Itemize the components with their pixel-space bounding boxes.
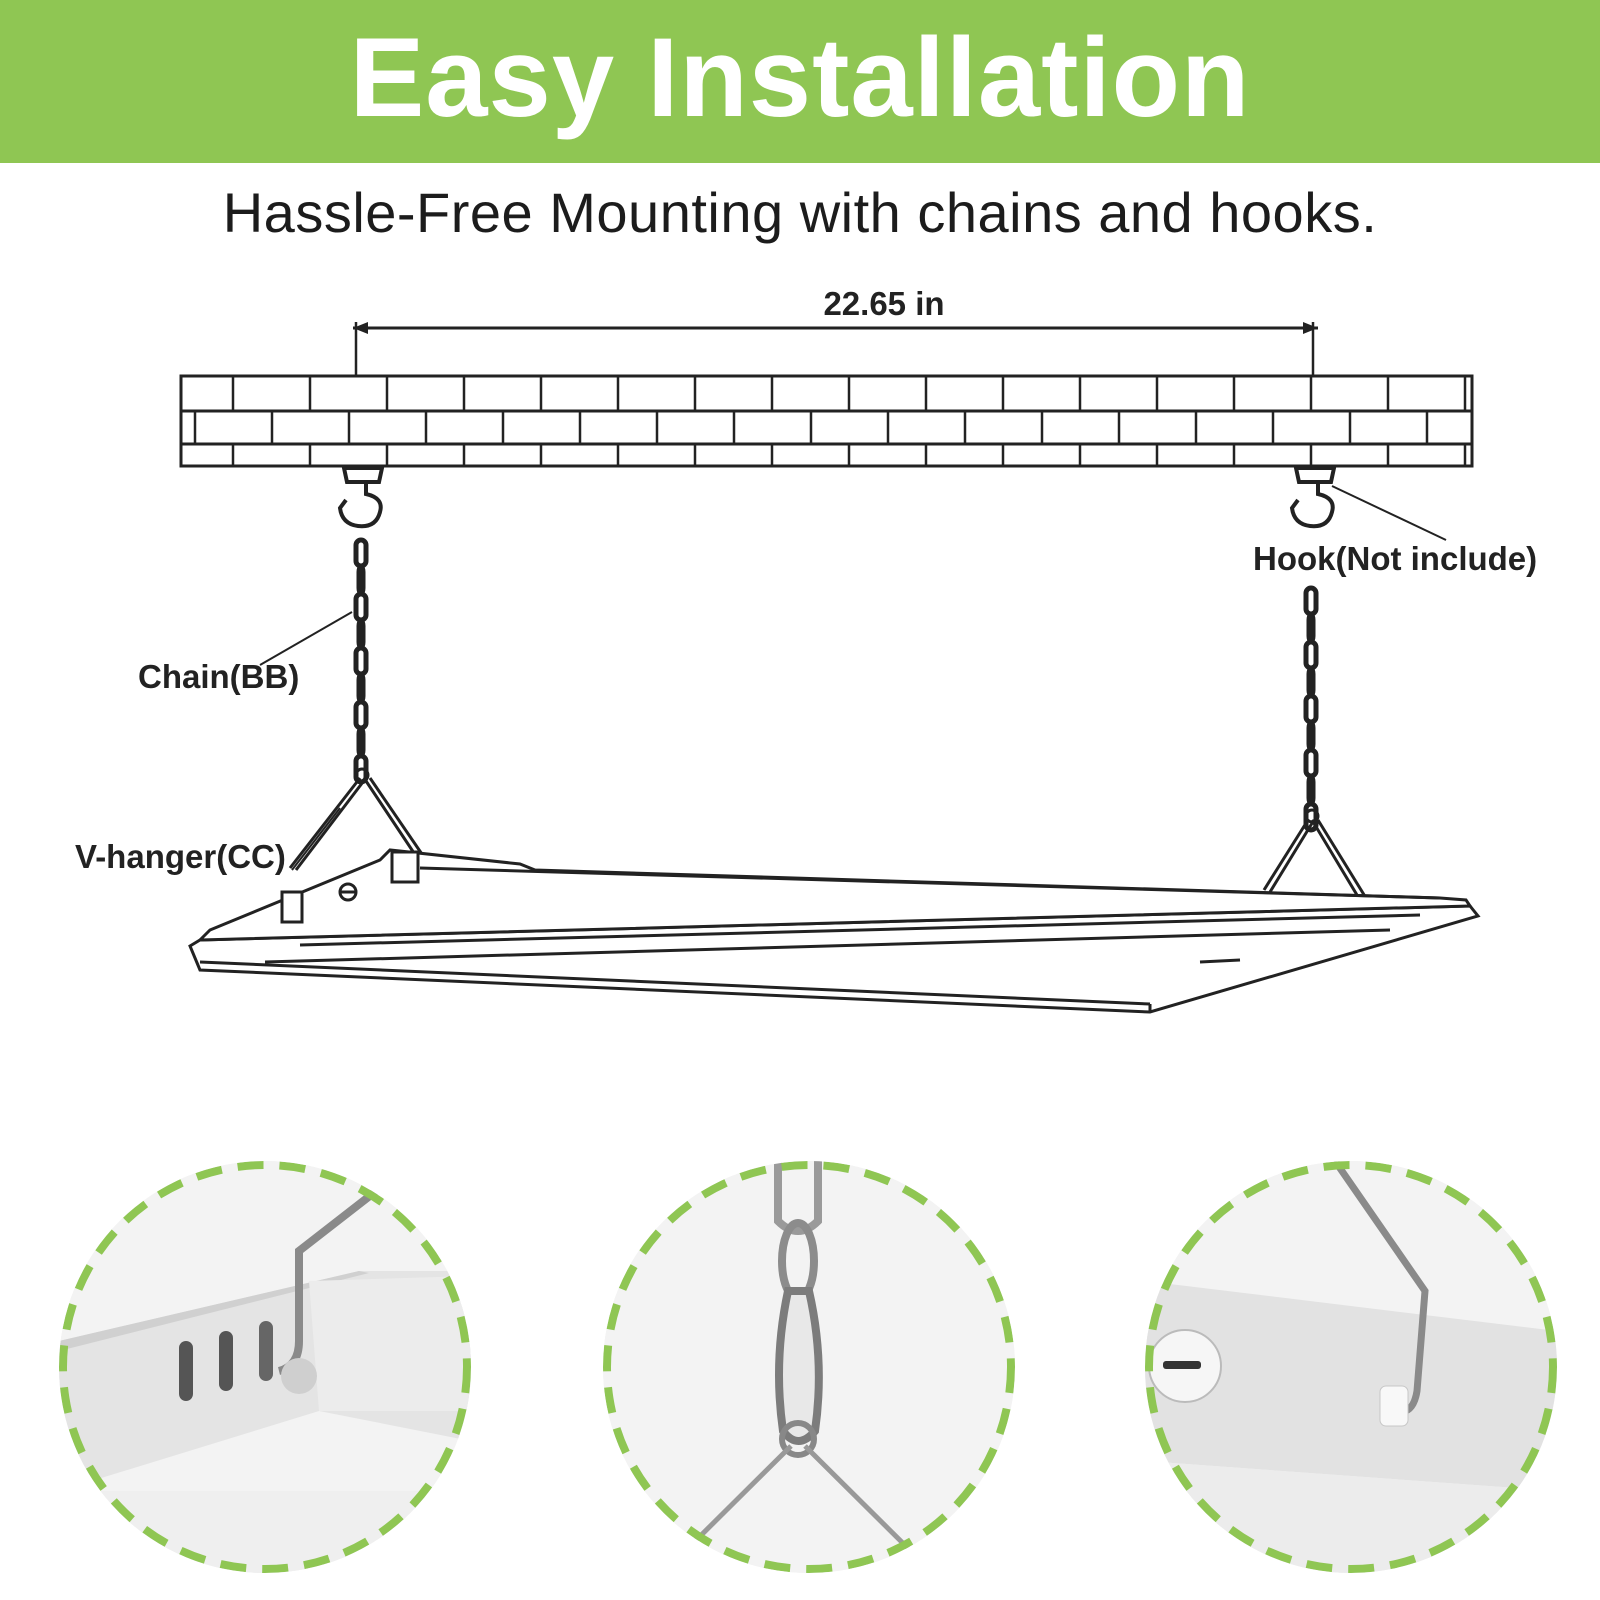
hanger-slot-closeup-icon bbox=[59, 1161, 471, 1573]
v-hanger-right-icon bbox=[1262, 808, 1368, 901]
dashed-ring bbox=[59, 1161, 471, 1573]
v-hanger-label: V-hanger(CC) bbox=[75, 838, 286, 875]
page-subtitle: Hassle-Free Mounting with chains and hoo… bbox=[222, 181, 1378, 244]
detail-circle-right bbox=[1145, 1161, 1557, 1573]
carabiner-closeup-icon bbox=[603, 1161, 1015, 1573]
dashed-ring bbox=[603, 1161, 1015, 1573]
detail-circle-left bbox=[59, 1161, 471, 1573]
chain-label: Chain(BB) bbox=[138, 658, 299, 695]
dimension-label: 22.65 in bbox=[823, 285, 944, 322]
installation-diagram: 22.65 in Hook(Not include) Chain(BB) V-h… bbox=[75, 285, 1537, 1014]
title-banner: Easy Installation bbox=[0, 0, 1600, 163]
hook-label: Hook(Not include) bbox=[1253, 540, 1537, 577]
chain-right-icon bbox=[1303, 585, 1319, 833]
dashed-ring bbox=[1145, 1161, 1557, 1573]
chain-left-icon bbox=[353, 537, 369, 785]
hook-left-icon bbox=[337, 466, 385, 529]
led-fixture-drawing bbox=[188, 848, 1481, 1014]
brick-ceiling bbox=[179, 374, 1474, 468]
v-hanger-left-icon bbox=[288, 767, 428, 871]
detail-circle-center bbox=[603, 1161, 1015, 1573]
page-title: Easy Installation bbox=[349, 14, 1251, 140]
hook-right-icon bbox=[1289, 466, 1337, 529]
hook-bracket-closeup-icon bbox=[1145, 1161, 1557, 1573]
